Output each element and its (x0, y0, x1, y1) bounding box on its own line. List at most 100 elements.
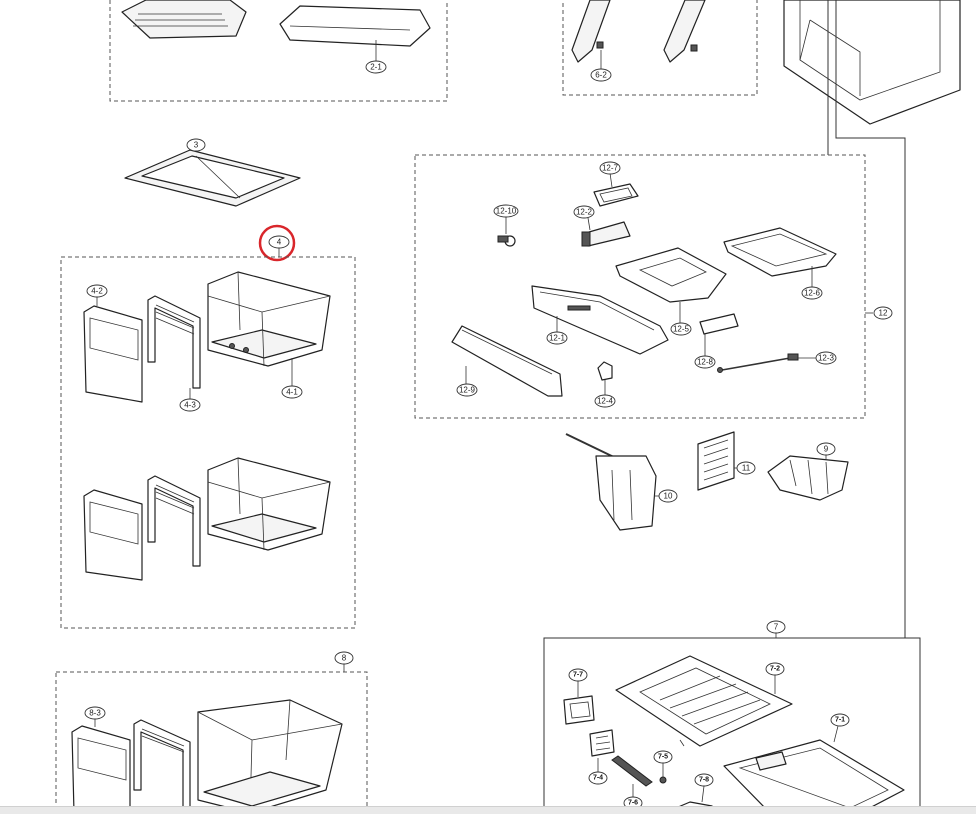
callout-12-4: 12-4 (594, 394, 616, 408)
callout-7-2: 7-2 (765, 662, 785, 694)
horizontal-scrollbar[interactable] (0, 806, 976, 814)
part-12-8 (699, 313, 739, 356)
drawer-bin-8 (197, 699, 343, 813)
callout-4-2: 4-2 (86, 284, 108, 298)
group-box-8 (55, 671, 368, 813)
callout-12-9: 12-9 (456, 383, 478, 397)
callout-8-label: 8 (342, 654, 347, 663)
drawer-bin-4-1 (207, 271, 331, 386)
callout-12-8-label: 12-8 (697, 358, 714, 367)
lower-drawer-bin (207, 457, 331, 551)
callout-12-6-label: 12-6 (804, 289, 821, 298)
callout-12-1-label: 12-1 (549, 334, 566, 343)
callout-7-7: 7-7 (568, 668, 588, 682)
callout-10: 10 (658, 489, 678, 503)
part-7-6 (611, 755, 653, 798)
part-12-6 (723, 227, 837, 287)
shelf-2-1-part (279, 5, 431, 62)
callout-8: 8 (334, 651, 354, 672)
group-box-12 (414, 154, 866, 419)
callout-12-1: 12-1 (546, 331, 568, 345)
callout-12-3: 12-3 (815, 351, 837, 365)
callout-7-7-label: 7-7 (573, 672, 583, 679)
callout-8-3: 8-3 (84, 706, 106, 720)
callout-3-label: 3 (194, 141, 199, 150)
lower-drawer-frame (147, 475, 201, 567)
refrigerator-body (783, 0, 961, 125)
leader-line-7 (835, 0, 906, 638)
bracket-parts-6 (571, 0, 706, 69)
part-7-main-cover (615, 655, 793, 747)
part-12-9 (451, 325, 563, 397)
callout-4-1: 4-1 (281, 385, 303, 399)
part-11-filter (697, 431, 738, 491)
callout-7-6-label: 7-6 (628, 800, 638, 807)
callout-6-2: 6-2 (590, 68, 612, 82)
callout-8-3-label: 8-3 (89, 709, 101, 718)
part-12-1 (531, 285, 669, 355)
callout-4-label: 4 (277, 238, 282, 247)
callout-7-5: 7-5 (653, 750, 673, 764)
part-9-cover (767, 455, 849, 501)
callout-4-3: 4-3 (179, 398, 201, 412)
callout-11-label: 11 (742, 464, 751, 473)
group-box-2 (109, 0, 448, 102)
group-box-4 (60, 256, 356, 629)
shelf-3-part (124, 149, 301, 207)
group-box-7 (543, 637, 921, 813)
drawer-frame-8 (133, 719, 191, 813)
lower-drawer-front (83, 489, 143, 581)
callout-12-8: 12-8 (694, 355, 716, 369)
callout-12-6: 12-6 (801, 286, 823, 300)
part-12-4 (597, 361, 613, 395)
callout-3: 3 (186, 138, 206, 152)
callout-7-label: 7 (774, 623, 779, 632)
callout-4-2-label: 4-2 (91, 287, 103, 296)
part-7-4 (589, 729, 615, 772)
callout-12-3-label: 12-3 (818, 354, 835, 363)
highlight-circle-4 (258, 224, 296, 262)
callout-4: 4 (268, 235, 290, 257)
callout-2-1: 2-1 (365, 60, 387, 74)
callout-12-5-label: 12-5 (673, 325, 690, 334)
callout-12-2-label: 12-2 (576, 208, 593, 217)
part-7-7 (563, 680, 595, 725)
callout-7-8-label: 7-8 (699, 777, 709, 784)
callout-7-4-label: 7-4 (593, 775, 603, 782)
group-box-6 (562, 0, 758, 96)
callout-2-1-label: 2-1 (370, 63, 382, 72)
part-12-2 (581, 217, 631, 247)
callout-6-2-label: 6-2 (595, 71, 607, 80)
shelf-2-part (121, 0, 247, 39)
callout-7-1: 7-1 (830, 713, 850, 727)
callout-9-label: 9 (824, 445, 829, 454)
part-7-1-shelf (723, 725, 905, 813)
part-12-10 (497, 217, 516, 247)
part-10-duct (565, 433, 660, 531)
part-12-7 (593, 172, 639, 207)
part-12-3 (717, 353, 816, 373)
callout-12-7: 12-7 (599, 161, 621, 175)
callout-7-4: 7-4 (588, 771, 608, 785)
callout-12-2: 12-2 (573, 205, 595, 219)
callout-12-10-label: 12-10 (496, 207, 517, 216)
callout-11: 11 (736, 461, 756, 475)
callout-12-5: 12-5 (670, 322, 692, 336)
callout-12-10: 12-10 (493, 204, 519, 218)
callout-12-label: 12 (879, 309, 888, 318)
callout-10-label: 10 (664, 492, 673, 501)
callout-12-9-label: 12-9 (459, 386, 476, 395)
part-7-5 (659, 763, 667, 784)
callout-7-2-label: 7-2 (770, 666, 780, 673)
callout-7: 7 (766, 620, 786, 638)
callout-12-7-label: 12-7 (602, 164, 619, 173)
callout-4-3-label: 4-3 (184, 401, 196, 410)
drawer-front-8-3 (71, 719, 131, 813)
callout-7-1-label: 7-1 (835, 717, 845, 724)
part-12-5 (615, 247, 727, 323)
callout-7-8: 7-8 (694, 773, 714, 787)
drawer-frame-4-3 (147, 295, 201, 399)
callout-12-4-label: 12-4 (597, 397, 614, 406)
callout-4-1-label: 4-1 (286, 388, 298, 397)
